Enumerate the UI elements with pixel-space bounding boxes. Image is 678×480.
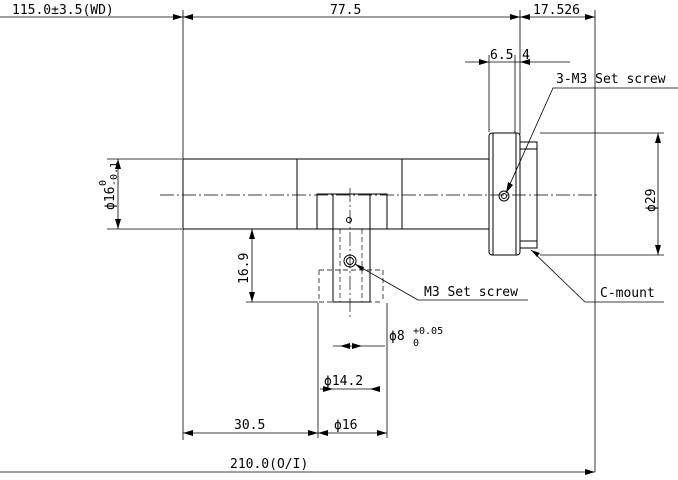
dim-port-offset: 30.5 (234, 418, 265, 433)
dim-collar-dia: ϕ14.2 (324, 374, 363, 389)
dim-ring-gap-a: 6.5 (490, 48, 513, 63)
ring-set-screw (498, 190, 510, 202)
lens-outline (182, 132, 538, 303)
dim-tube-dia: ϕ16 (103, 187, 118, 210)
dim-flange-length: 17.526 (533, 3, 580, 18)
dim-bore-dia: ϕ8 (389, 329, 405, 344)
callout-set-screw-top: 3-M3 Set screw (556, 72, 666, 87)
dim-mount-dia: ϕ29 (644, 189, 659, 212)
dim-port-height: 16.9 (237, 253, 252, 284)
dim-body-length: 77.5 (330, 3, 361, 18)
dim-bore-lower: 0 (413, 338, 419, 349)
dimension-labels: 115.0±3.5(WD) 77.5 17.526 6.5 4 ϕ16 0 -0… (12, 3, 659, 472)
dim-port-dia: ϕ16 (334, 418, 357, 433)
callout-labels: 3-M3 Set screw M3 Set screw C-mount (424, 72, 666, 301)
light-port (332, 228, 371, 303)
collar-screw-hole (346, 217, 352, 223)
callout-mount: C-mount (600, 286, 655, 301)
callout-set-screw-port: M3 Set screw (424, 285, 518, 300)
dim-tube-dia-lower: -0.1 (109, 162, 120, 186)
dimension-lines (0, 14, 661, 475)
dim-working-distance: 115.0±3.5(WD) (12, 3, 114, 18)
dim-ring-gap-b: 4 (522, 48, 530, 63)
extension-lines (107, 10, 664, 472)
dim-total-length: 210.0(O/I) (230, 457, 308, 472)
dim-tube-dia-upper: 0 (98, 180, 109, 186)
center-lines (160, 188, 600, 318)
port-collar (316, 193, 388, 230)
dim-bore-upper: +0.05 (413, 326, 443, 337)
leader-lines (354, 87, 678, 303)
